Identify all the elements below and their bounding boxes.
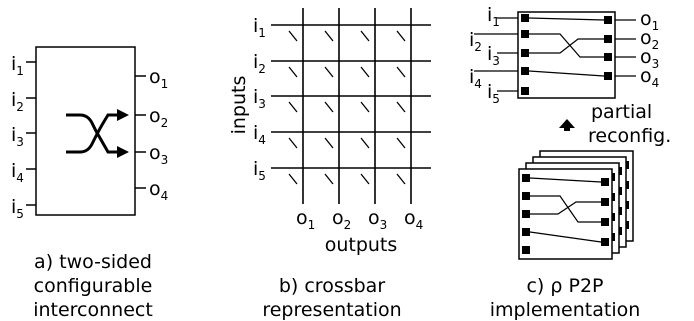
input-label: i1 — [11, 53, 24, 78]
caption-line: implementation — [490, 299, 641, 321]
input-label: i5 — [253, 158, 266, 183]
crosspoint-switch — [288, 173, 298, 185]
output-label: o3 — [640, 46, 659, 71]
caption-line: representation — [262, 299, 401, 321]
device-box — [517, 11, 616, 99]
cross-arrow-down — [66, 113, 119, 154]
output-label: o2 — [149, 105, 168, 130]
input-label: i4 — [11, 160, 24, 185]
input-label: i2 — [469, 29, 482, 54]
panel-c: i1 i2 i3 i4 i5 o1 o2 o3 o4 partial recon… — [469, 4, 671, 321]
crosspoint-switch — [324, 30, 334, 42]
device-stack — [518, 150, 634, 260]
output-label: o4 — [404, 207, 423, 232]
input-label: i4 — [253, 122, 266, 147]
crosspoint-switch — [288, 137, 298, 149]
arrow-head-icon — [117, 146, 129, 158]
panel-a: i1 i2 i3 i4 i5 o1 o2 o3 o4 a) two-sided … — [11, 46, 168, 321]
input-label: i3 — [487, 43, 500, 68]
crosspoint-switch — [288, 101, 298, 113]
crosspoint-switch — [324, 66, 334, 78]
outputs-axis-label: outputs — [325, 234, 398, 256]
panel-b: i1 i2 i3 i4 i5 o1 o2 o3 o4 inputs output… — [228, 8, 431, 321]
output-label: o2 — [332, 207, 351, 232]
output-label: o4 — [640, 65, 659, 90]
crosspoint-switch — [360, 173, 370, 185]
output-label: o2 — [640, 27, 659, 52]
output-label: o4 — [149, 178, 168, 203]
caption-line: a) two-sided — [34, 251, 152, 273]
arrow-head-icon — [117, 109, 129, 121]
input-label: i4 — [469, 66, 482, 91]
caption-line: c) ρ P2P — [526, 275, 603, 297]
output-label: o3 — [368, 207, 387, 232]
crosspoint-switch — [396, 137, 406, 149]
output-label: o1 — [149, 66, 168, 91]
input-label: i1 — [487, 4, 500, 29]
crosspoint-switch — [360, 101, 370, 113]
crosspoint-switch — [360, 137, 370, 149]
crosspoint-switch — [324, 101, 334, 113]
up-arrow-icon — [559, 119, 575, 128]
crosspoint-switch — [360, 66, 370, 78]
input-label: i5 — [487, 81, 500, 106]
output-label: o1 — [296, 207, 315, 232]
input-label: i5 — [11, 196, 24, 221]
crosspoint-switch — [324, 137, 334, 149]
up-arrow-stem — [564, 127, 570, 131]
route-line — [529, 38, 604, 54]
crosspoint-switch — [396, 101, 406, 113]
input-label: i3 — [11, 124, 24, 149]
crosspoint-switch — [396, 30, 406, 42]
crosspoint-switch — [360, 30, 370, 42]
input-label: i3 — [253, 86, 266, 111]
crosspoint-switch — [324, 173, 334, 185]
cross-arrow-up — [66, 113, 119, 154]
output-label: o3 — [149, 142, 168, 167]
reconfig-label: reconfig. — [588, 125, 671, 147]
input-label: i1 — [253, 15, 266, 40]
crossbar-grid — [271, 8, 431, 204]
route-line — [528, 70, 605, 77]
crosspoint-switch — [288, 66, 298, 78]
reconfig-label: partial — [591, 101, 652, 123]
interconnect-box — [35, 46, 136, 216]
input-label: i2 — [11, 89, 24, 114]
crosspoint-switch — [396, 66, 406, 78]
crosspoint-switch — [288, 30, 298, 42]
input-label: i2 — [253, 51, 266, 76]
route-line — [528, 17, 605, 21]
output-label: o1 — [640, 8, 659, 33]
caption-line: configurable — [34, 275, 153, 297]
crosspoint-switch — [396, 173, 406, 185]
caption-line: interconnect — [33, 299, 153, 321]
caption-line: b) crossbar — [279, 275, 385, 297]
inputs-axis-label: inputs — [228, 76, 250, 135]
